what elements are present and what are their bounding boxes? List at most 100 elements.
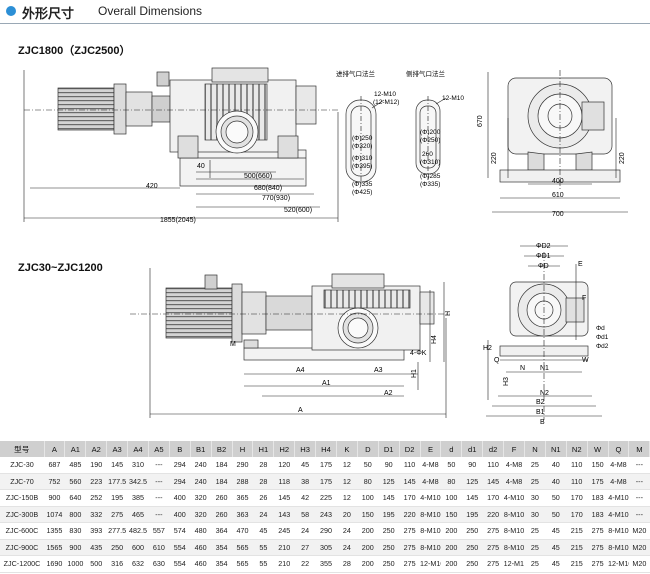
value-cell: 630 xyxy=(148,555,170,573)
value-cell: 195 xyxy=(106,489,128,507)
header-cell: H xyxy=(232,441,254,457)
value-cell: 4-M8 xyxy=(420,473,441,490)
bottom-model-label: ZJC30~ZJC1200 xyxy=(18,262,103,274)
value-cell: 574 xyxy=(169,522,191,540)
value-cell: 40 xyxy=(545,473,567,490)
value-cell: 80 xyxy=(440,473,462,490)
value-cell: 400 xyxy=(169,506,191,523)
header-cell: H1 xyxy=(252,441,275,457)
dim-420: 420 xyxy=(146,183,158,190)
header-cell: F xyxy=(503,441,525,457)
value-cell: 90 xyxy=(378,457,400,474)
lbl-D1: ΦD1 xyxy=(536,253,551,260)
side-bolt: 12-M10 xyxy=(442,95,464,102)
dim-770: 770(930) xyxy=(262,195,290,202)
lbl-H3: H3 xyxy=(503,377,510,386)
value-cell: M20 xyxy=(628,522,650,540)
value-cell: 38 xyxy=(294,473,316,490)
value-cell: 752 xyxy=(44,473,65,490)
value-cell: 100 xyxy=(440,489,462,507)
lbl-W: W xyxy=(582,357,589,364)
dim-400: 400 xyxy=(552,178,564,185)
value-cell: --- xyxy=(148,457,170,474)
value-cell: 12-M10 xyxy=(608,555,629,573)
value-cell: 364 xyxy=(211,522,233,540)
inlet-d2: (Φ)310 xyxy=(352,155,373,162)
value-cell: 24 xyxy=(294,522,316,540)
value-cell: 640 xyxy=(64,489,86,507)
value-cell: 145 xyxy=(482,473,504,490)
header-cell: A xyxy=(44,441,66,457)
value-cell: 110 xyxy=(566,457,588,474)
header-cell: M xyxy=(628,441,650,457)
value-cell: 150 xyxy=(587,457,609,474)
lbl-A1: A1 xyxy=(322,380,331,387)
lbl-N: N xyxy=(520,365,525,372)
value-cell: 55 xyxy=(252,539,274,556)
value-cell: 554 xyxy=(169,539,191,556)
value-cell: 25 xyxy=(524,473,546,490)
lbl-D2: ΦD2 xyxy=(536,243,551,250)
inlet-bolt2: (12-M12) xyxy=(373,99,399,106)
value-cell: 200 xyxy=(357,555,379,573)
value-cell: 24 xyxy=(252,506,274,523)
value-cell: 120 xyxy=(273,457,295,474)
value-cell: 184 xyxy=(211,473,233,490)
value-cell: 480 xyxy=(190,522,212,540)
value-cell: 460 xyxy=(190,539,212,556)
value-cell: --- xyxy=(628,489,650,507)
dim-220a: 220 xyxy=(491,152,498,164)
header-cell: N2 xyxy=(566,441,588,457)
value-cell: 12-M10 xyxy=(503,555,525,573)
lbl-A4: A4 xyxy=(296,367,305,374)
value-cell: 1000 xyxy=(64,555,86,573)
value-cell: 170 xyxy=(566,506,588,523)
value-cell: 184 xyxy=(211,457,233,474)
value-cell: 200 xyxy=(440,555,462,573)
value-cell: 28 xyxy=(252,473,274,490)
value-cell: 42 xyxy=(294,489,316,507)
value-cell: 275 xyxy=(399,539,421,556)
dim-610: 610 xyxy=(552,192,564,199)
model-cell: ZJC-70 xyxy=(0,473,44,490)
value-cell: 175 xyxy=(315,457,337,474)
value-cell: 260 xyxy=(211,506,233,523)
value-cell: 8-M10 xyxy=(420,506,441,523)
value-cell: M20 xyxy=(628,539,650,556)
header-cell: A3 xyxy=(106,441,129,457)
value-cell: 320 xyxy=(190,506,212,523)
front-view-pump xyxy=(57,67,317,187)
header-cell: K xyxy=(336,441,358,457)
header-cell: D2 xyxy=(399,441,421,457)
side-d1b: (Φ250) xyxy=(420,137,440,144)
value-cell: 365 xyxy=(232,489,253,507)
value-cell: 215 xyxy=(566,539,588,556)
value-cell: 55 xyxy=(252,555,274,573)
lbl-H: H xyxy=(445,311,452,316)
header-cell: Q xyxy=(608,441,630,457)
header-cell: N xyxy=(524,441,546,457)
header-cell: d1 xyxy=(461,441,484,457)
value-cell: 294 xyxy=(169,473,191,490)
value-cell: 200 xyxy=(357,522,379,540)
value-cell: 145 xyxy=(106,457,128,474)
value-cell: 150 xyxy=(440,506,462,523)
value-cell: 8-M10 xyxy=(608,522,629,540)
value-cell: 100 xyxy=(357,489,379,507)
value-cell: 177.5 xyxy=(106,473,128,490)
value-cell: 25 xyxy=(524,555,546,573)
value-cell: 8-M10 xyxy=(503,506,525,523)
lbl-H4: H4 xyxy=(431,335,438,344)
value-cell: 4-M8 xyxy=(503,457,525,474)
lbl-d1: Φd1 xyxy=(596,334,609,341)
value-cell: 240 xyxy=(190,457,212,474)
value-cell: 8-M10 xyxy=(420,522,441,540)
header-cell: D xyxy=(357,441,379,457)
value-cell: 200 xyxy=(357,539,379,556)
lbl-H1: H1 xyxy=(411,369,418,378)
value-cell: 288 xyxy=(232,473,253,490)
